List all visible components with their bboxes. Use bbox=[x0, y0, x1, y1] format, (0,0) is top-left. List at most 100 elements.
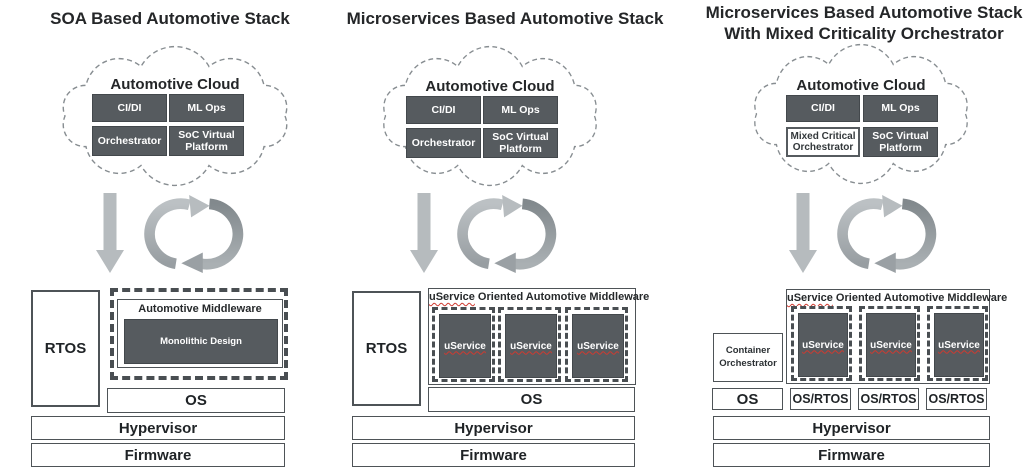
orchestrator-label: Orchestrator bbox=[97, 134, 162, 147]
deploy-down-arrow-icon bbox=[410, 193, 438, 273]
ml-ops-label: ML Ops bbox=[187, 101, 226, 114]
uservice-label: uService bbox=[870, 339, 912, 351]
column-mixed-criticality-stack: Microservices Based Automotive Stack Wit… bbox=[684, 0, 1024, 473]
ci-di-label: CI/DI bbox=[117, 101, 142, 114]
ml-ops-box: ML Ops bbox=[483, 96, 558, 124]
ci-di-box: CI/DI bbox=[786, 95, 860, 122]
automotive-cloud: Automotive Cloud CI/DI ML Ops Orchestrat… bbox=[376, 45, 604, 190]
cycle-arrows-icon bbox=[837, 195, 937, 273]
column-soa-stack: SOA Based Automotive Stack Automotive Cl… bbox=[0, 0, 340, 473]
rtos-label: RTOS bbox=[365, 340, 408, 357]
uservice-label: uService bbox=[444, 340, 486, 352]
firmware-box: Firmware bbox=[31, 443, 285, 467]
uservice-word: uService bbox=[429, 291, 475, 303]
os-rtos-label: OS/RTOS bbox=[792, 392, 849, 406]
uservice-box: uService bbox=[505, 314, 557, 378]
firmware-box: Firmware bbox=[713, 443, 990, 467]
automotive-middleware-title: Automotive Middleware bbox=[138, 303, 262, 315]
uservice-label: uService bbox=[802, 339, 844, 351]
ci-di-label: CI/DI bbox=[811, 102, 835, 115]
column-microservices-stack: Microservices Based Automotive Stack Aut… bbox=[340, 0, 684, 473]
ml-ops-box: ML Ops bbox=[169, 94, 244, 122]
deploy-down-arrow-icon bbox=[96, 193, 124, 273]
os-box: OS bbox=[107, 388, 285, 413]
cloud-label: Automotive Cloud bbox=[425, 78, 555, 95]
automotive-cloud: Automotive Cloud CI/DI ML Ops Orchestrat… bbox=[55, 45, 295, 190]
ml-ops-box: ML Ops bbox=[863, 95, 938, 122]
cloud-label: Automotive Cloud bbox=[796, 77, 926, 94]
ci-di-box: CI/DI bbox=[406, 96, 481, 124]
cloud-label: Automotive Cloud bbox=[110, 76, 240, 93]
orchestrator-box: Orchestrator bbox=[406, 128, 481, 158]
uservice-label: uService bbox=[938, 339, 980, 351]
uservice-middleware-title: uService Oriented Automotive Middleware bbox=[787, 292, 1007, 304]
rtos-box: RTOS bbox=[352, 291, 421, 406]
os-rtos-box: OS/RTOS bbox=[926, 388, 987, 410]
uservice-dashed-frame: uService bbox=[859, 306, 920, 381]
ml-ops-label: ML Ops bbox=[881, 102, 920, 115]
hypervisor-box: Hypervisor bbox=[31, 416, 285, 440]
uservice-box: uService bbox=[934, 313, 984, 377]
soc-virtual-platform-box: SoC Virtual Platform bbox=[863, 127, 938, 157]
os-label: OS bbox=[520, 391, 543, 408]
firmware-label: Firmware bbox=[460, 446, 527, 464]
firmware-label: Firmware bbox=[818, 446, 885, 464]
os-box: OS bbox=[712, 388, 783, 410]
hypervisor-box: Hypervisor bbox=[713, 416, 990, 440]
hypervisor-label: Hypervisor bbox=[118, 419, 198, 437]
uservice-box: uService bbox=[798, 313, 848, 377]
container-orchestrator-label: Container Orchestrator bbox=[719, 345, 777, 369]
uservice-dashed-frame: uService bbox=[927, 306, 988, 381]
monolithic-design-label: Monolithic Design bbox=[160, 336, 242, 347]
hypervisor-box: Hypervisor bbox=[352, 416, 635, 440]
orchestrator-box: Orchestrator bbox=[92, 126, 167, 156]
soc-virtual-platform-box: SoC Virtual Platform bbox=[169, 126, 244, 156]
uservice-word: uService bbox=[787, 292, 833, 304]
uservice-box: uService bbox=[866, 313, 916, 377]
uservice-label: uService bbox=[510, 340, 552, 352]
automotive-cloud: Automotive Cloud CI/DI ML Ops Mixed Crit… bbox=[747, 43, 975, 188]
middleware-dashed-frame bbox=[110, 288, 288, 380]
uservice-middleware-title: uService Oriented Automotive Middleware bbox=[429, 291, 649, 303]
uservice-dashed-frame: uService bbox=[498, 307, 561, 382]
os-rtos-label: OS/RTOS bbox=[860, 392, 917, 406]
ml-ops-label: ML Ops bbox=[501, 103, 540, 116]
uservice-middleware-box: uService Oriented Automotive Middleware … bbox=[786, 289, 1007, 384]
uservice-title-rest: Oriented Automotive Middleware bbox=[832, 292, 1008, 304]
automotive-middleware-box: Automotive Middleware Monolithic Design bbox=[117, 299, 283, 368]
hypervisor-label: Hypervisor bbox=[812, 419, 891, 437]
uservice-box: uService bbox=[439, 314, 491, 378]
ci-di-box: CI/DI bbox=[92, 94, 167, 122]
orchestrator-label: Orchestrator bbox=[411, 136, 476, 149]
os-rtos-label: OS/RTOS bbox=[928, 392, 985, 406]
uservice-title-rest: Oriented Automotive Middleware bbox=[474, 291, 650, 303]
soc-virtual-platform-box: SoC Virtual Platform bbox=[483, 128, 558, 158]
column-title-line2: With Mixed Criticality Orchestrator bbox=[724, 24, 1004, 43]
os-rtos-box: OS/RTOS bbox=[858, 388, 919, 410]
uservice-middleware-box: uService Oriented Automotive Middleware … bbox=[428, 288, 649, 385]
firmware-label: Firmware bbox=[124, 446, 192, 464]
deploy-down-arrow-icon bbox=[789, 193, 817, 273]
rtos-label: RTOS bbox=[44, 340, 87, 357]
ci-di-label: CI/DI bbox=[431, 103, 456, 116]
firmware-box: Firmware bbox=[352, 443, 635, 467]
column-title: Microservices Based Automotive Stack bbox=[346, 9, 664, 28]
uservice-dashed-frame: uService bbox=[565, 307, 628, 382]
cloud-outline-icon bbox=[754, 43, 968, 185]
uservice-label: uService bbox=[577, 340, 619, 352]
soc-virtual-platform-label: SoC Virtual Platform bbox=[178, 128, 235, 153]
uservice-dashed-frame: uService bbox=[791, 306, 852, 381]
os-box: OS bbox=[428, 387, 635, 412]
os-rtos-box: OS/RTOS bbox=[790, 388, 851, 410]
cycle-arrows-icon bbox=[457, 195, 557, 273]
uservice-dashed-frame: uService bbox=[432, 307, 495, 382]
mixed-critical-orchestrator-label: Mixed Critical Orchestrator bbox=[790, 130, 856, 154]
monolithic-design-box: Monolithic Design bbox=[124, 319, 278, 364]
soc-virtual-platform-label: SoC Virtual Platform bbox=[872, 129, 929, 154]
column-title: SOA Based Automotive Stack bbox=[50, 9, 290, 28]
os-label: OS bbox=[736, 390, 759, 408]
column-title: Microservices Based Automotive Stack bbox=[705, 3, 1023, 22]
mixed-critical-orchestrator-box: Mixed Critical Orchestrator bbox=[786, 127, 860, 157]
hypervisor-label: Hypervisor bbox=[454, 419, 533, 437]
